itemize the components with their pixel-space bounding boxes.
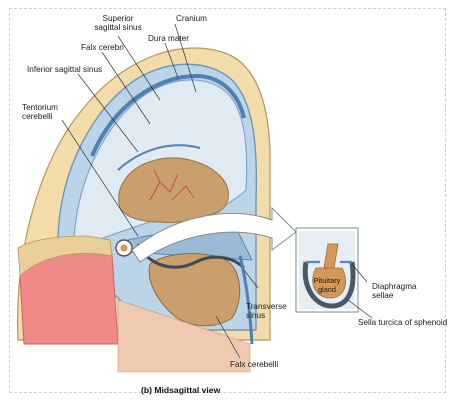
figure-caption: (b) Midsagittal view <box>141 385 220 395</box>
label-cranium: Cranium <box>176 14 207 23</box>
label-falx-cerebri: Falx cerebri <box>81 43 124 52</box>
label-falx-cerebelli: Falx cerebelli <box>230 360 278 369</box>
label-sella-turcica: Sella turcica of sphenoid <box>358 318 447 327</box>
label-pituitary-gland: Pituitary gland <box>314 276 341 294</box>
label-superior-sagittal-sinus: Superior sagittal sinus <box>94 14 141 32</box>
label-dura-mater: Dura mater <box>148 34 189 43</box>
label-tentorium-cerebelli: Tentorium cerebelli <box>22 103 58 121</box>
label-diaphragma-sellae: Diaphragma sellae <box>372 282 417 300</box>
label-inferior-sagittal-sinus: Inferior sagittal sinus <box>27 65 102 74</box>
label-transverse-sinus: Transverse sinus <box>246 302 287 320</box>
